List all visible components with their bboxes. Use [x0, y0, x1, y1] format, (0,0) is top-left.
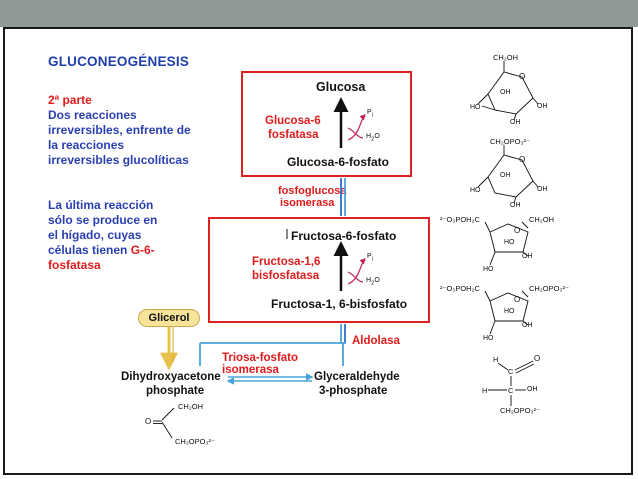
left-line-3: la reacciones — [48, 138, 125, 152]
g6p-ch2opo3: CH₂OPO₃²⁻ — [490, 137, 530, 146]
dhap-ch2oh: CH₂OH — [178, 402, 203, 411]
f6p-ho-bottom: HO — [483, 266, 494, 273]
dhap-label-1: Dihydroxyacetone — [121, 371, 221, 383]
f6p-ho-inner: HO — [504, 239, 515, 246]
glycerol-arrow — [160, 327, 178, 371]
f6p-o3poh2c: ²⁻O₃POH₂C — [440, 215, 480, 224]
glucose-structure — [477, 61, 539, 121]
f16bp-ho-inner: HO — [504, 308, 515, 315]
aldolase-connector — [199, 324, 346, 366]
f6p-ring-o: O — [514, 226, 521, 235]
f16bp-o3poh2c: ²⁻O₃POH₂C — [440, 284, 480, 293]
pgi-connector — [340, 178, 346, 216]
glucose-6-phosphatase-box — [241, 71, 412, 177]
dhap-o: O — [145, 417, 152, 426]
pi-label-1: Pi — [367, 109, 373, 118]
left-line-4: irreversibles glucolíticas — [48, 153, 189, 167]
gap-h-top: H — [493, 355, 499, 364]
f16bp-ring-o: O — [514, 295, 521, 304]
glc-ho: HO — [470, 104, 481, 111]
fbpase-box — [208, 217, 430, 323]
glycerol-pill: Glicerol — [138, 309, 200, 327]
left-line-8-red: G-6- — [130, 243, 155, 257]
pgi-name-1: fosfoglucosa — [278, 185, 347, 197]
tpi-name-1: Triosa-fosfato — [222, 352, 299, 364]
f6p-label: Fructosa-6-fosfato — [291, 229, 397, 243]
f16bp-structure — [484, 290, 529, 335]
g6p-oh-bottom: OH — [510, 202, 521, 209]
g6p-ring-o: O — [519, 155, 526, 164]
gap-h-left: H — [482, 386, 488, 395]
f6p-structure — [484, 221, 529, 266]
gap-label-1: Glyceraldehyde — [314, 371, 400, 383]
f16bp-oh-right: OH — [522, 322, 533, 329]
gap-ch2opo3: CH₂OPO₃²⁻ — [500, 406, 540, 415]
aldolase-label: Aldolasa — [352, 335, 400, 347]
gap-oh: OH — [527, 386, 538, 393]
g6pase-name-2: fosfatasa — [268, 129, 319, 141]
glc-oh-inner: OH — [500, 89, 511, 96]
g6p-ho: HO — [470, 187, 481, 194]
left-line-9: fosfatasa — [48, 258, 101, 272]
left-text-block: 2ª parte Dos reacciones irreversibles, e… — [48, 93, 191, 168]
gap-o: O — [534, 354, 541, 363]
glc-oh-bottom: OH — [510, 119, 521, 126]
dhap-ch2opo3: CH₂OPO₃²⁻ — [175, 437, 215, 446]
dhap-label-2: phosphate — [146, 385, 205, 397]
left-line-2: irreversibles, enfrente de — [48, 123, 191, 137]
pi-label-2: Pi — [367, 253, 373, 262]
glc-oh-right: OH — [537, 103, 548, 110]
g6p-structure — [477, 145, 539, 204]
fbpase-name-2: bisfosfatasa — [252, 270, 320, 282]
pi-text-1: P — [367, 109, 372, 116]
glc-ch2oh: CH₂OH — [493, 53, 518, 62]
page-title: GLUCONEOGÉNESIS — [48, 54, 190, 69]
f16bp-ho-bottom: HO — [483, 335, 494, 342]
left-line-5: La última reacción — [48, 198, 154, 212]
gap-structure — [488, 360, 535, 406]
fbpase-reaction-arrow — [333, 241, 366, 291]
pi-sub-2: i — [371, 256, 373, 263]
pi-text-2: P — [367, 253, 372, 260]
gap-c2: C — [508, 386, 514, 395]
tpi-name-2: isomerasa — [222, 364, 279, 376]
water-h-1: H — [366, 133, 372, 140]
part-label: 2ª parte — [48, 93, 92, 107]
water-sub-1: 2 — [371, 136, 375, 143]
gap-c1: C — [508, 367, 514, 376]
glucose-label: Glucosa — [316, 80, 366, 94]
water-o-1: O — [374, 133, 380, 140]
f6p-oh-right: OH — [522, 253, 533, 260]
f6p-ch2oh: CH₂OH — [529, 215, 554, 224]
water-label-2: H2O — [366, 277, 380, 286]
left-line-8-blue: células tienen — [48, 243, 131, 257]
left-line-8: células tienen G-6- — [48, 243, 157, 258]
water-label-1: H2O — [366, 133, 380, 142]
tpi-arrows — [226, 373, 314, 385]
water-h-2: H — [366, 277, 372, 284]
fbpase-name-1: Fructosa-1,6 — [252, 256, 321, 268]
left-line-6: sólo se produce en — [48, 213, 158, 227]
f16bp-label: Fructosa-1, 6-bisfosfato — [271, 297, 408, 311]
g6p-oh-right: OH — [537, 186, 548, 193]
g6pase-reaction-arrow — [333, 97, 366, 148]
dhap-structure — [153, 407, 175, 439]
water-o-2: O — [374, 277, 380, 284]
pgi-name-2: isomerasa — [280, 197, 335, 209]
slide-frame — [3, 27, 633, 475]
title-bar — [0, 0, 638, 27]
g6p-label: Glucosa-6-fosfato — [287, 155, 390, 169]
g6pase-name-1: Glucosa-6 — [265, 115, 321, 127]
pi-sub-1: i — [371, 112, 373, 119]
f16bp-ch2opo3: CH₂OPO₃²⁻ — [529, 284, 569, 293]
g6p-oh-inner: OH — [500, 172, 511, 179]
water-sub-2: 2 — [371, 280, 375, 287]
left-text-block-2: La última reacción sólo se produce en el… — [48, 198, 157, 273]
left-line-7: el hígado, cuyas — [48, 228, 142, 242]
gap-label-2: 3-phosphate — [319, 385, 388, 397]
glc-ring-o: O — [519, 72, 526, 81]
left-line-1: Dos reacciones — [48, 108, 137, 122]
